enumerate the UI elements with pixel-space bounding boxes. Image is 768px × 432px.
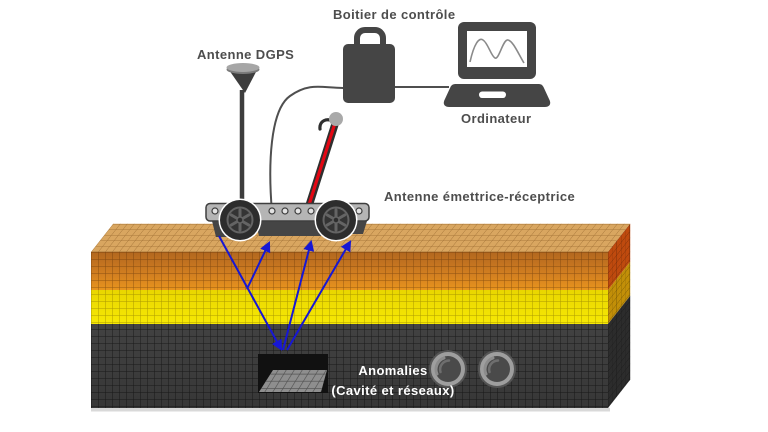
label-anomalies-title: Anomalies [358, 363, 428, 378]
antenna-box [255, 220, 325, 236]
antenna-mast-icon [226, 63, 260, 212]
chassis-rivets [211, 207, 363, 215]
waveform-icon [469, 38, 525, 64]
soil-front-face [91, 252, 608, 408]
right-wheel-icon [313, 197, 359, 243]
control-box-icon [343, 27, 395, 103]
blue-arrow-icon-up3 [286, 240, 352, 351]
label-antenne-emettrice-receptrice: Antenne émettrice-réceptrice [384, 189, 576, 204]
laptop-screen [467, 31, 527, 67]
ground-shadow [91, 408, 610, 412]
blue-arrow-icon-down [218, 235, 283, 351]
blue-arrow-icon-up2 [282, 239, 315, 351]
gpr-cart-icon [205, 63, 370, 243]
cart-handle [303, 112, 343, 216]
soil-block [91, 223, 631, 412]
label-boitier-de-controle: Boitier de contrôle [333, 7, 456, 22]
blue-arrow-icon-up1 [246, 241, 271, 290]
label-anomalies-subtitle: (Cavité et réseaux) [331, 383, 455, 398]
handle-knob [329, 112, 343, 126]
cavity-icon [258, 354, 328, 393]
left-wheel-icon [217, 197, 263, 243]
signal-rays [218, 235, 352, 351]
laptop-icon [443, 22, 551, 107]
label-ordinateur: Ordinateur [461, 111, 532, 126]
laptop-touchpad [479, 91, 506, 98]
soil-side-face [608, 223, 631, 408]
cart-cable [269, 85, 344, 213]
label-antenne-dgps: Antenne DGPS [197, 47, 295, 62]
pipe-section-icon [477, 349, 517, 389]
label-anomalies: Anomalies (Cavité et réseaux) [318, 361, 468, 401]
